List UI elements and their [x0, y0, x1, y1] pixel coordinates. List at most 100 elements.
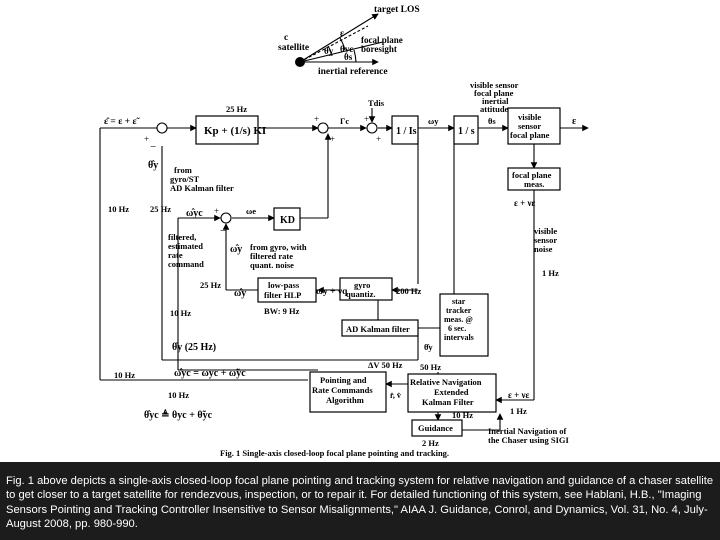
label-line: focal plane [510, 130, 550, 140]
sum-junction-torque [317, 122, 329, 134]
angle-epsilon-arc [339, 37, 346, 51]
label-line: gyro [354, 280, 370, 290]
label-line: attitude [480, 104, 509, 114]
label-line: Pointing and [320, 375, 367, 385]
rate-10hz-left: 10 Hz [108, 204, 129, 214]
label-line: 6 sec. [448, 324, 466, 333]
sign-minus: − [150, 141, 156, 153]
sign-plus: + [314, 114, 319, 124]
rel-nav-label: Relative Navigation Extended Kalman Filt… [410, 377, 484, 407]
label-line: visible [518, 112, 541, 122]
eps-hat-label: ε̂ = ε + ε̃ [104, 116, 141, 127]
gyro-quant-label: gyro quantiz. [346, 280, 376, 299]
theta-hat-25-label: θ̂y (25 Hz) [172, 342, 216, 353]
label-line: low-pass [268, 280, 300, 290]
omega-hat-lpf-label: ω̂y [234, 288, 246, 299]
rate-200hz: 200 Hz [396, 286, 421, 296]
label-line: sensor [518, 121, 541, 131]
label-line: filtered, [168, 232, 196, 242]
target-los-line [299, 13, 379, 63]
kd-block [273, 207, 301, 231]
label-line: filtered rate [250, 251, 293, 261]
label-line: command [168, 259, 204, 269]
label-line: gyro/ST [170, 174, 199, 184]
sign-plus: + [144, 134, 149, 144]
rate-25hz-top: 25 Hz [226, 104, 247, 114]
label-line: AD Kalman filter [170, 183, 234, 193]
eps-out-label: ε [572, 116, 577, 127]
label-line: estimated [168, 241, 203, 251]
theta-s-label: θs [344, 52, 353, 62]
label-line: inertial [482, 96, 509, 106]
lpf-block [257, 277, 317, 303]
omega-y-label: ωy [428, 116, 439, 126]
visible-sensor-noise-label: visible sensor noise [534, 226, 559, 254]
sign-plus: + [330, 134, 335, 144]
label-line: θ̂y [148, 160, 158, 171]
block-diagram-svg: target LOS ε c satellite focal plane bor… [78, 0, 625, 462]
label-line: sensor [534, 235, 557, 245]
label-line: the Chaser using SIGI [488, 435, 570, 445]
tau-c-label: Γc [340, 116, 349, 126]
chaser-satellite-label: c satellite [278, 33, 309, 53]
sensor-axis-line [299, 25, 369, 63]
label-line: Algorithm [326, 395, 364, 405]
label-line: from gyro, with [250, 242, 307, 252]
eps-nu-low-label: ε + νε [508, 390, 529, 400]
bw-9hz: BW: 9 Hz [264, 306, 300, 316]
rate-10hz-a: 10 Hz [114, 370, 135, 380]
inertia-block [391, 115, 419, 145]
epsilon-symbol: ε [340, 29, 344, 39]
boresight-label-line: boresight [361, 44, 397, 54]
rate-1hz-low: 1 Hz [510, 406, 527, 416]
label-line: visible sensor [470, 80, 519, 90]
ad-kalman-label: AD Kalman filter [346, 324, 410, 334]
signal-wires [99, 108, 589, 431]
label-line: from [174, 165, 192, 175]
label-line: focal plane [512, 170, 552, 180]
chaser-satellite-icon [295, 57, 305, 67]
theta-y-label: θy [324, 46, 334, 56]
filtered-cmd-label: filtered, estimated rate command [168, 232, 205, 269]
omega-hat-gyro-label: ω̂y from gyro, with filtered rate quant.… [230, 242, 309, 270]
guidance-block [411, 419, 463, 437]
label-line: filter HLP [264, 290, 301, 300]
sum-junction-rate [220, 212, 232, 224]
star-tracker-label: star tracker meas. @ 6 sec. intervals [444, 297, 475, 342]
label-line: Rate Commands [312, 385, 373, 395]
theta-yc-eq-label: θ̂yc ≜ θyc + θ̃yc [144, 409, 213, 421]
rate-10hz-b: 10 Hz [168, 390, 189, 400]
inertial-reference-label: inertial reference [318, 67, 388, 77]
label-line: visible [534, 226, 557, 236]
rate-25hz-mid: 25 Hz [150, 204, 171, 214]
star-tracker-block [439, 293, 489, 357]
label-line: intervals [444, 333, 474, 342]
visible-sensor-label: visible sensor focal plane [510, 112, 550, 140]
pi-controller-block [195, 115, 259, 145]
pointing-rate-block [309, 371, 387, 413]
angle-thetay-arc [327, 45, 333, 57]
rate-2hz: 2 Hz [422, 438, 439, 448]
sign-plus: + [376, 134, 381, 144]
angle-thetas-arc [353, 49, 357, 63]
rate-1hz-right: 1 Hz [542, 268, 559, 278]
delta-v-label: ΔV 50 Hz [368, 360, 403, 370]
figure-caption: Fig. 1 Single-axis closed-loop focal pla… [220, 448, 449, 458]
sum-junction-error [156, 122, 168, 134]
label-line: Extended [434, 387, 469, 397]
label-line: quant. noise [250, 260, 294, 270]
omega-e-label: ωe [246, 206, 256, 216]
gyro-quant-block [339, 277, 393, 301]
label-line: noise [534, 244, 553, 254]
visible-sensor-attitude-label: visible sensor focal plane inertial atti… [470, 80, 520, 114]
kd-label: KD [280, 215, 295, 226]
rate-10hz-mid: 10 Hz [170, 308, 191, 318]
theta-s-signal-label: θs [488, 116, 496, 126]
focal-meas-label: focal plane meas. [512, 170, 554, 189]
lpf-label: low-pass filter HLP [264, 280, 301, 300]
omega-yc-eq-label: ω̂yc = ωyc + ω̃yc [174, 368, 246, 379]
label-line: quantiz. [346, 289, 376, 299]
boresight-label-line: focal plane [361, 35, 403, 45]
focal-plane-meas-block [507, 167, 561, 191]
chaser-label-line: c [284, 33, 288, 43]
